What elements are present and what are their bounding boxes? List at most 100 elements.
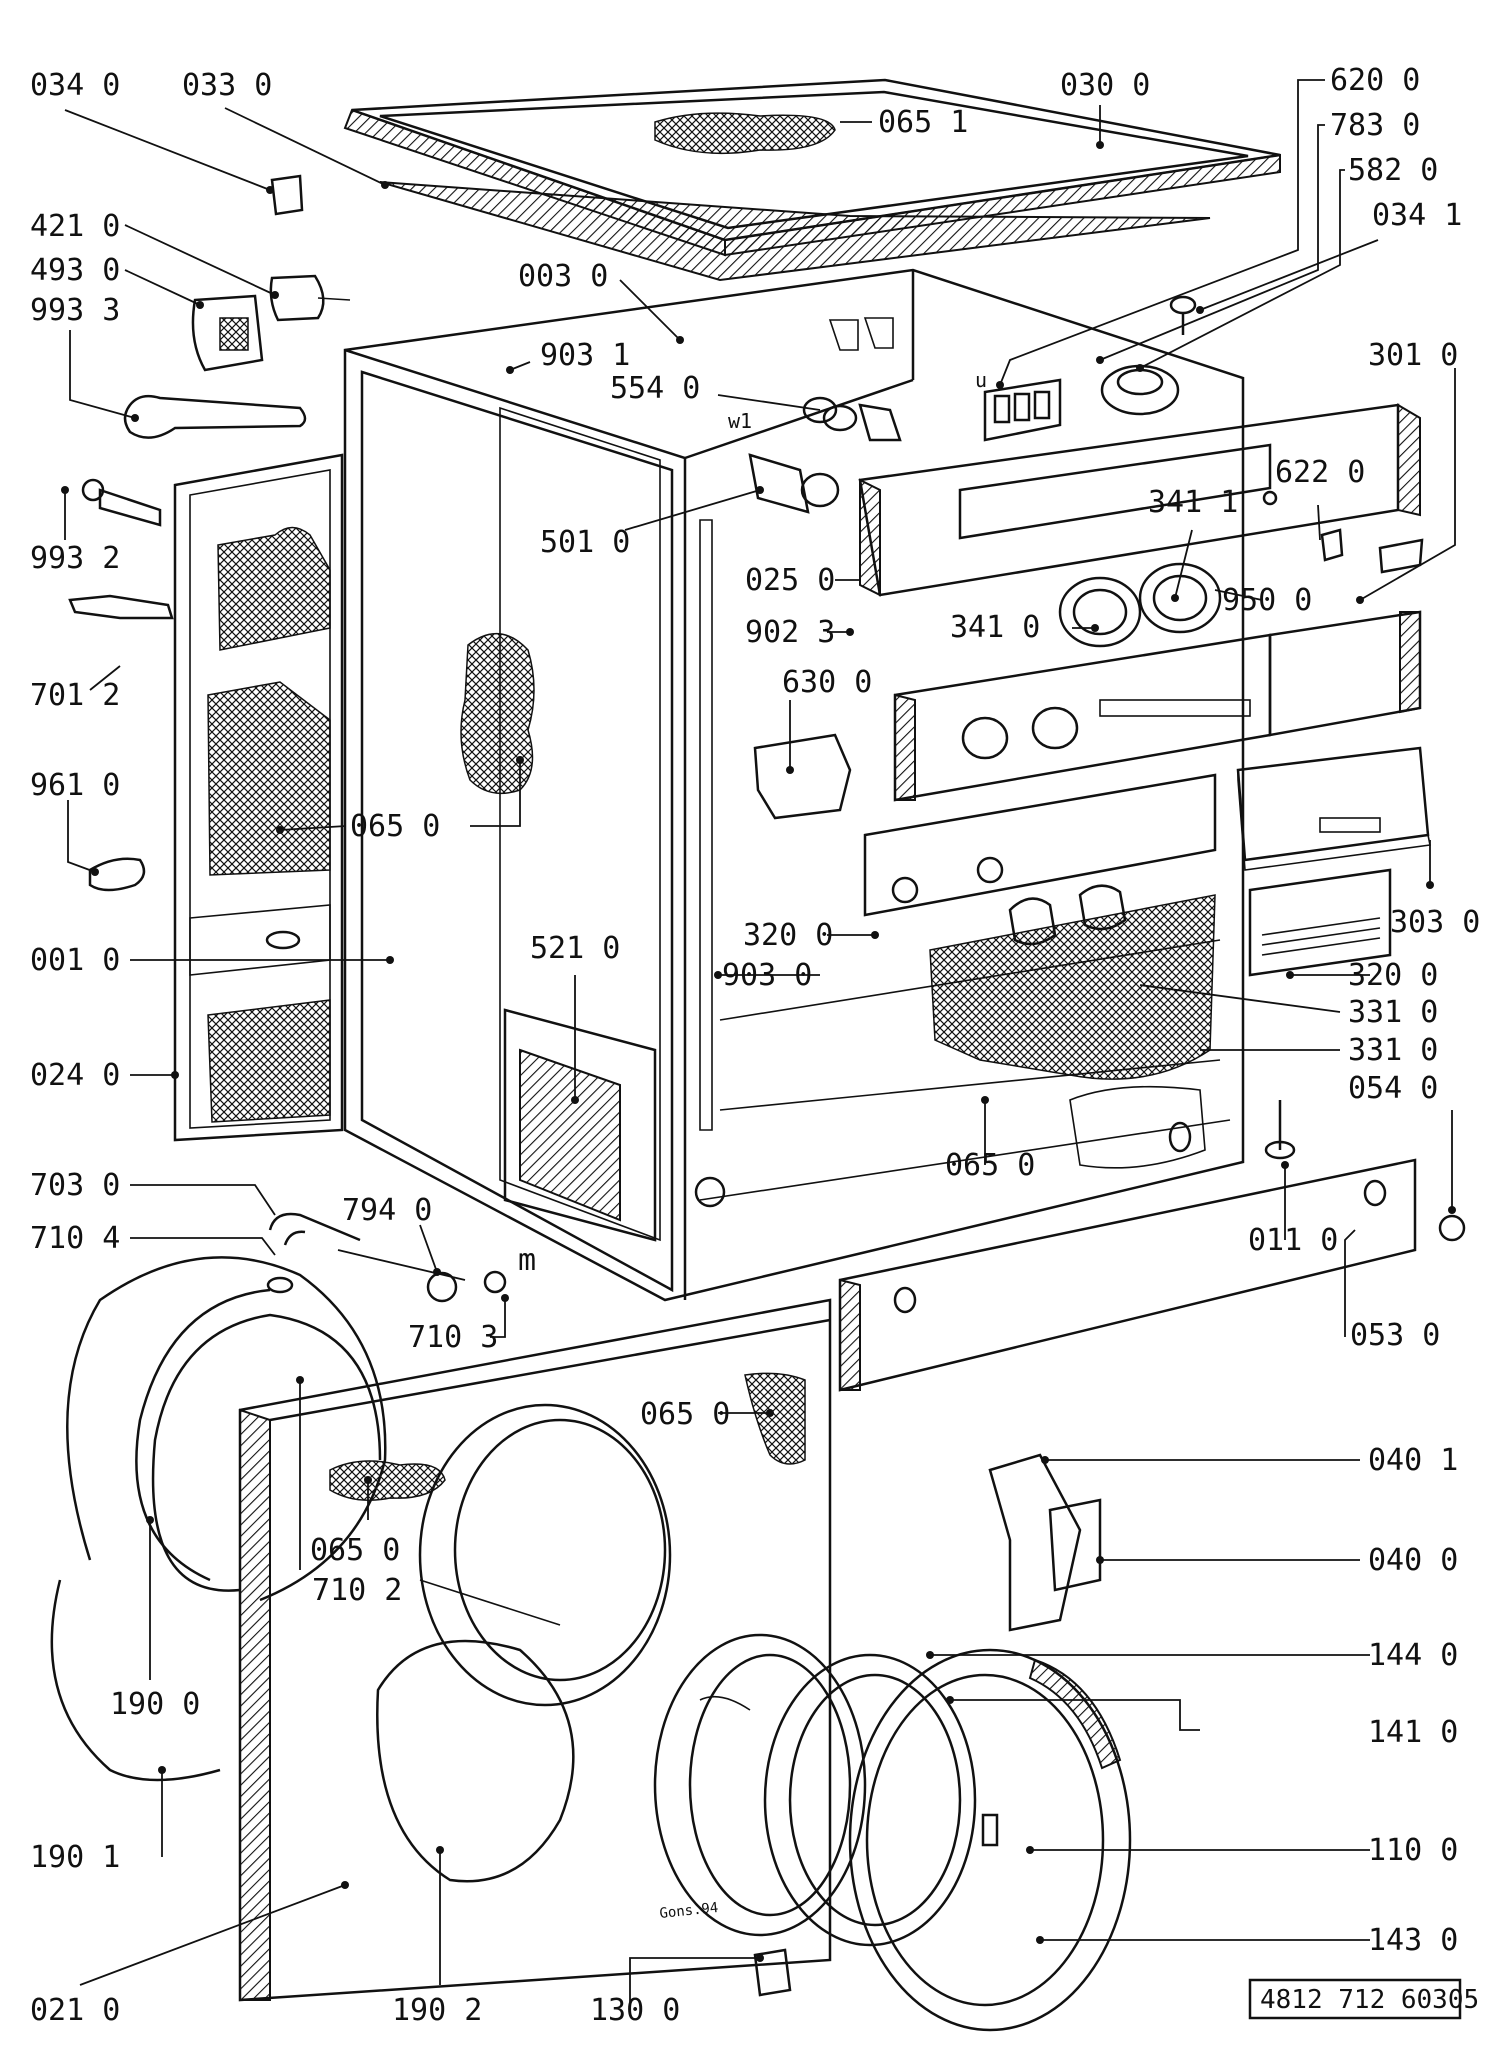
part-label: 065 0 (945, 1148, 1035, 1183)
plinth-panel (838, 1158, 1417, 1392)
part-label: 331 0 (1348, 995, 1438, 1030)
part-label: 021 0 (30, 1993, 120, 2028)
part-label: 040 1 (1368, 1443, 1458, 1478)
part-label: 065 1 (878, 105, 968, 140)
suppressor (269, 274, 351, 322)
part-label: 141 0 (1368, 1715, 1458, 1750)
part-label: 033 0 (182, 68, 272, 103)
part-label: 025 0 (745, 563, 835, 598)
door-lock (753, 733, 852, 820)
part-label: 320 0 (1348, 958, 1438, 993)
part-label: w1 (728, 409, 752, 433)
part-label: 024 0 (30, 1058, 120, 1093)
part-label: 190 2 (392, 1993, 482, 2028)
relay-block (983, 378, 1062, 442)
part-label: 630 0 (782, 665, 872, 700)
lid-gasket (379, 181, 1211, 282)
hose-clamp (88, 857, 146, 892)
part-label: 701 2 (30, 678, 120, 713)
part-label: 144 0 (1368, 1638, 1458, 1673)
part-label: 331 0 (1348, 1033, 1438, 1068)
part-label: 783 0 (1330, 108, 1420, 143)
programme-module (1236, 746, 1431, 871)
cabinet-insulation (460, 632, 535, 795)
part-label: 001 0 (30, 943, 120, 978)
filter-cap (426, 1270, 507, 1303)
program-selector-knob (1058, 562, 1222, 648)
drum-front (66, 1256, 387, 1602)
part-label: 903 1 (540, 338, 630, 373)
door-seal-ring (376, 1639, 575, 1883)
part-label: 130 0 (590, 1993, 680, 2028)
part-label: u (975, 368, 987, 392)
part-label: 190 0 (110, 1687, 200, 1722)
door-switch (1320, 528, 1424, 574)
part-label: 143 0 (1368, 1923, 1458, 1958)
part-label: 710 2 (312, 1573, 402, 1608)
leader-dots (61, 141, 1456, 1962)
wrench-tool (123, 394, 307, 439)
part-label: 054 0 (1348, 1071, 1438, 1106)
part-label: 501 0 (540, 525, 630, 560)
detergent-drawer-panel (863, 773, 1217, 946)
document-number: 4812 712 60305 (1260, 1985, 1479, 2015)
part-label: 003 0 (518, 259, 608, 294)
part-label: 902 3 (745, 615, 835, 650)
leader-lines (64, 79, 1456, 2010)
part-label: 493 0 (30, 253, 120, 288)
draftsman-signature: Gons.94 (659, 1900, 719, 1922)
rear-insulation-panel (929, 894, 1216, 1080)
part-labels: 034 0 033 0 030 0 065 1 620 0 783 0 582 … (30, 63, 1480, 2028)
plinth-clip (1438, 1214, 1466, 1242)
shock-absorber-pin (81, 478, 162, 527)
interference-coil (802, 396, 902, 442)
part-label: 065 0 (350, 809, 440, 844)
part-label: 993 2 (30, 541, 120, 576)
part-label: 554 0 (610, 371, 700, 406)
part-label: 950 0 (1222, 583, 1312, 618)
spring-hook (68, 594, 174, 620)
lid-hinge-bracket (270, 174, 304, 216)
part-label: 421 0 (30, 209, 120, 244)
part-label: 521 0 (530, 931, 620, 966)
part-label: 320 0 (743, 918, 833, 953)
part-label: 993 3 (30, 293, 120, 328)
drum-gasket (50, 1579, 221, 1782)
door-outer-ring (848, 1648, 1132, 2032)
part-label: 961 0 (30, 768, 120, 803)
side-panel (173, 453, 344, 1142)
top-screw (1169, 295, 1197, 335)
part-label: 703 0 (30, 1168, 120, 1203)
pressure-switch (1100, 364, 1180, 416)
part-label: 301 0 (1368, 338, 1458, 373)
adjustable-foot (1264, 1100, 1296, 1160)
water-valve (748, 453, 840, 514)
part-label: 582 0 (1348, 153, 1438, 188)
part-label: 341 0 (950, 610, 1040, 645)
rating-plate (1248, 868, 1392, 977)
part-label: m (518, 1243, 536, 1278)
signature: Gons.94 (659, 1900, 719, 1922)
door-hinge (753, 1948, 792, 1997)
door-inner-ring (653, 1633, 867, 1937)
door-glass (763, 1653, 977, 1947)
drain-hose (266, 1212, 361, 1294)
part-label: 341 1 (1148, 485, 1238, 520)
part-label: 622 0 (1275, 455, 1365, 490)
front-panel (238, 1298, 832, 2002)
part-label: 053 0 (1350, 1318, 1440, 1353)
part-label: 903 0 (722, 958, 812, 993)
control-panel-frame (858, 403, 1421, 597)
part-label: 034 1 (1372, 198, 1462, 233)
part-label: 710 3 (408, 1320, 498, 1355)
part-label: 011 0 (1248, 1223, 1338, 1258)
part-label: 303 0 (1390, 905, 1480, 940)
part-label: 065 0 (310, 1533, 400, 1568)
part-label: 710 4 (30, 1221, 120, 1256)
part-label: 794 0 (342, 1193, 432, 1228)
document-number-box: 4812 712 60305 (1248, 1978, 1479, 2020)
door-handle (988, 1453, 1102, 1632)
part-label: 110 0 (1368, 1833, 1458, 1868)
terminal-block (191, 294, 264, 372)
